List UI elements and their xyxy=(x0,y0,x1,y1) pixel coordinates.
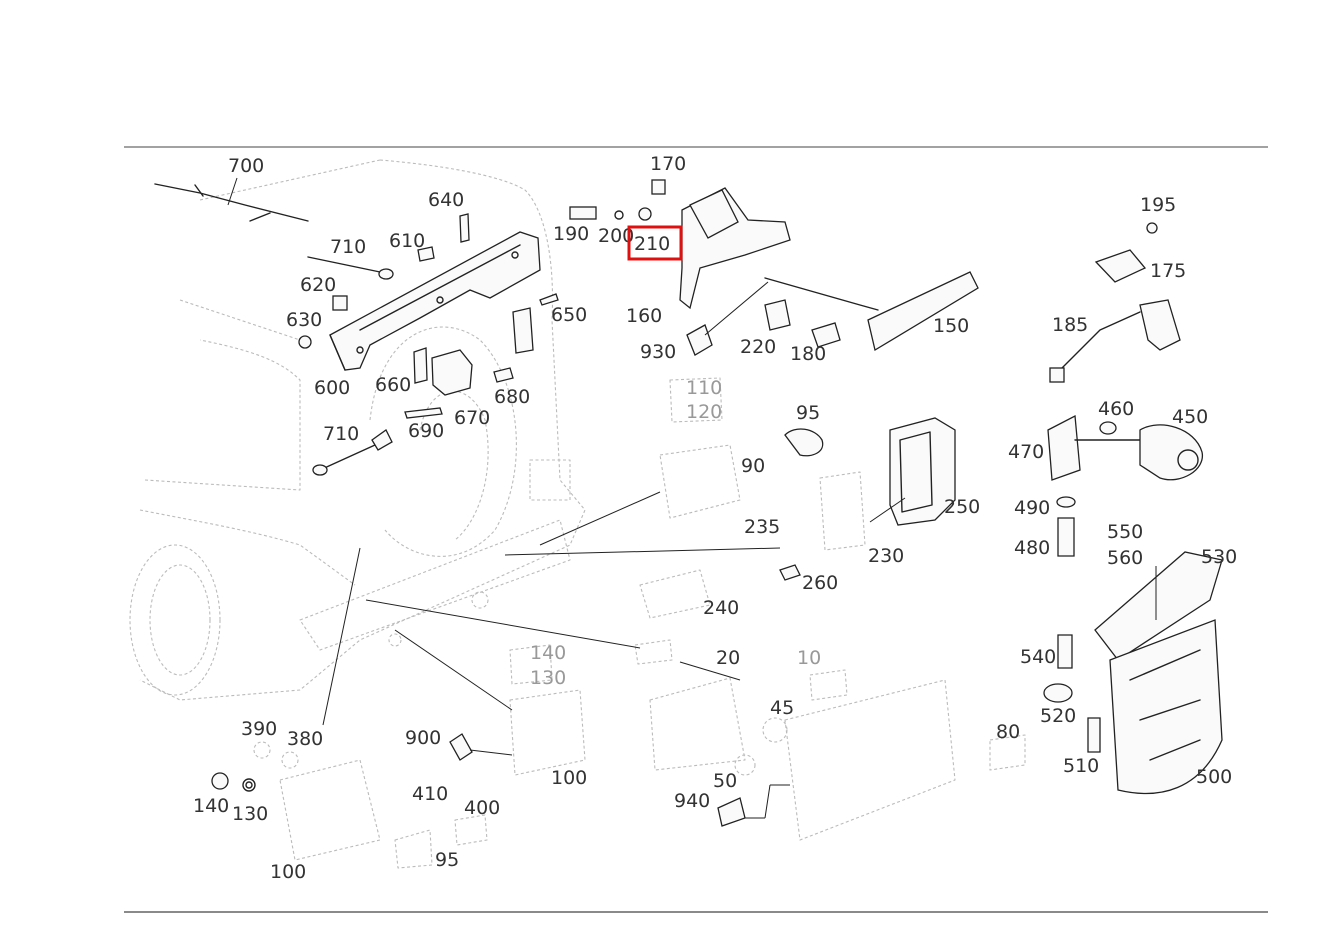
callout-250: 250 xyxy=(944,496,980,518)
callout-490: 490 xyxy=(1014,497,1050,519)
callout-120: 120 xyxy=(686,401,722,423)
callout-20: 20 xyxy=(716,647,740,669)
callout-660: 660 xyxy=(375,374,411,396)
callout-100-left: 100 xyxy=(270,861,306,883)
callout-labels: 700 640 710 610 620 630 600 660 670 680 … xyxy=(193,153,1237,883)
callout-235: 235 xyxy=(744,516,780,538)
callout-560: 560 xyxy=(1107,547,1143,569)
callout-240: 240 xyxy=(703,597,739,619)
callout-130: 130 xyxy=(232,803,268,825)
callout-195: 195 xyxy=(1140,194,1176,216)
callout-520: 520 xyxy=(1040,705,1076,727)
callout-670: 670 xyxy=(454,407,490,429)
rear-crossmember-bracket-600 xyxy=(329,231,541,371)
callout-80: 80 xyxy=(996,721,1020,743)
callout-700: 700 xyxy=(228,155,264,177)
callout-185: 185 xyxy=(1052,314,1088,336)
callout-710-bottom: 710 xyxy=(323,423,359,445)
callout-400: 400 xyxy=(464,797,500,819)
callout-450: 450 xyxy=(1172,406,1208,428)
callout-170: 170 xyxy=(650,153,686,175)
callout-470: 470 xyxy=(1008,441,1044,463)
callout-220: 220 xyxy=(740,336,776,358)
callout-680: 680 xyxy=(494,386,530,408)
lamp-hardware-parts xyxy=(211,417,956,827)
callout-140: 140 xyxy=(193,795,229,817)
callout-480: 480 xyxy=(1014,537,1050,559)
callout-190: 190 xyxy=(553,223,589,245)
callout-510: 510 xyxy=(1063,755,1099,777)
callout-930: 930 xyxy=(640,341,676,363)
callout-45: 45 xyxy=(770,697,794,719)
callout-380: 380 xyxy=(287,728,323,750)
mudflap-bracket-500 xyxy=(1043,551,1223,795)
callout-200: 200 xyxy=(598,225,634,247)
callout-900: 900 xyxy=(405,727,441,749)
callout-690: 690 xyxy=(408,420,444,442)
callout-260: 260 xyxy=(802,572,838,594)
callout-940: 940 xyxy=(674,790,710,812)
wiring-harness-700 xyxy=(154,177,309,222)
callout-140-faint: 140 xyxy=(530,642,566,664)
callout-540: 540 xyxy=(1020,646,1056,668)
callout-95-top: 95 xyxy=(796,402,820,424)
callout-90: 90 xyxy=(741,455,765,477)
callout-410: 410 xyxy=(412,783,448,805)
callout-610: 610 xyxy=(389,230,425,252)
callout-175: 175 xyxy=(1150,260,1186,282)
callout-390: 390 xyxy=(241,718,277,740)
callout-10: 10 xyxy=(797,647,821,669)
license-lamp-bracket-160 xyxy=(569,179,979,356)
callout-130-faint: 130 xyxy=(530,667,566,689)
highlight-box-210[interactable] xyxy=(627,225,683,261)
leader-lines xyxy=(322,491,906,819)
callout-210[interactable]: 210 xyxy=(634,233,670,255)
rear-lamp-housings-ghost xyxy=(253,377,1026,869)
reverse-lamp-parts xyxy=(1047,222,1203,557)
vehicle-body-ghost xyxy=(129,159,586,701)
callout-230: 230 xyxy=(868,545,904,567)
small-parts-group-left xyxy=(298,213,559,476)
callout-710-top: 710 xyxy=(330,236,366,258)
callout-180: 180 xyxy=(790,343,826,365)
callout-550: 550 xyxy=(1107,521,1143,543)
callout-95-bottom: 95 xyxy=(435,849,459,871)
callout-630: 630 xyxy=(286,309,322,331)
callout-150: 150 xyxy=(933,315,969,337)
callout-640: 640 xyxy=(428,189,464,211)
callout-160: 160 xyxy=(626,305,662,327)
callout-460: 460 xyxy=(1098,398,1134,420)
callout-100-right: 100 xyxy=(551,767,587,789)
callout-110: 110 xyxy=(686,377,722,399)
callout-530: 530 xyxy=(1201,546,1237,568)
callout-600: 600 xyxy=(314,377,350,399)
callout-50: 50 xyxy=(713,770,737,792)
callout-500: 500 xyxy=(1196,766,1232,788)
callout-650: 650 xyxy=(551,304,587,326)
callout-620: 620 xyxy=(300,274,336,296)
